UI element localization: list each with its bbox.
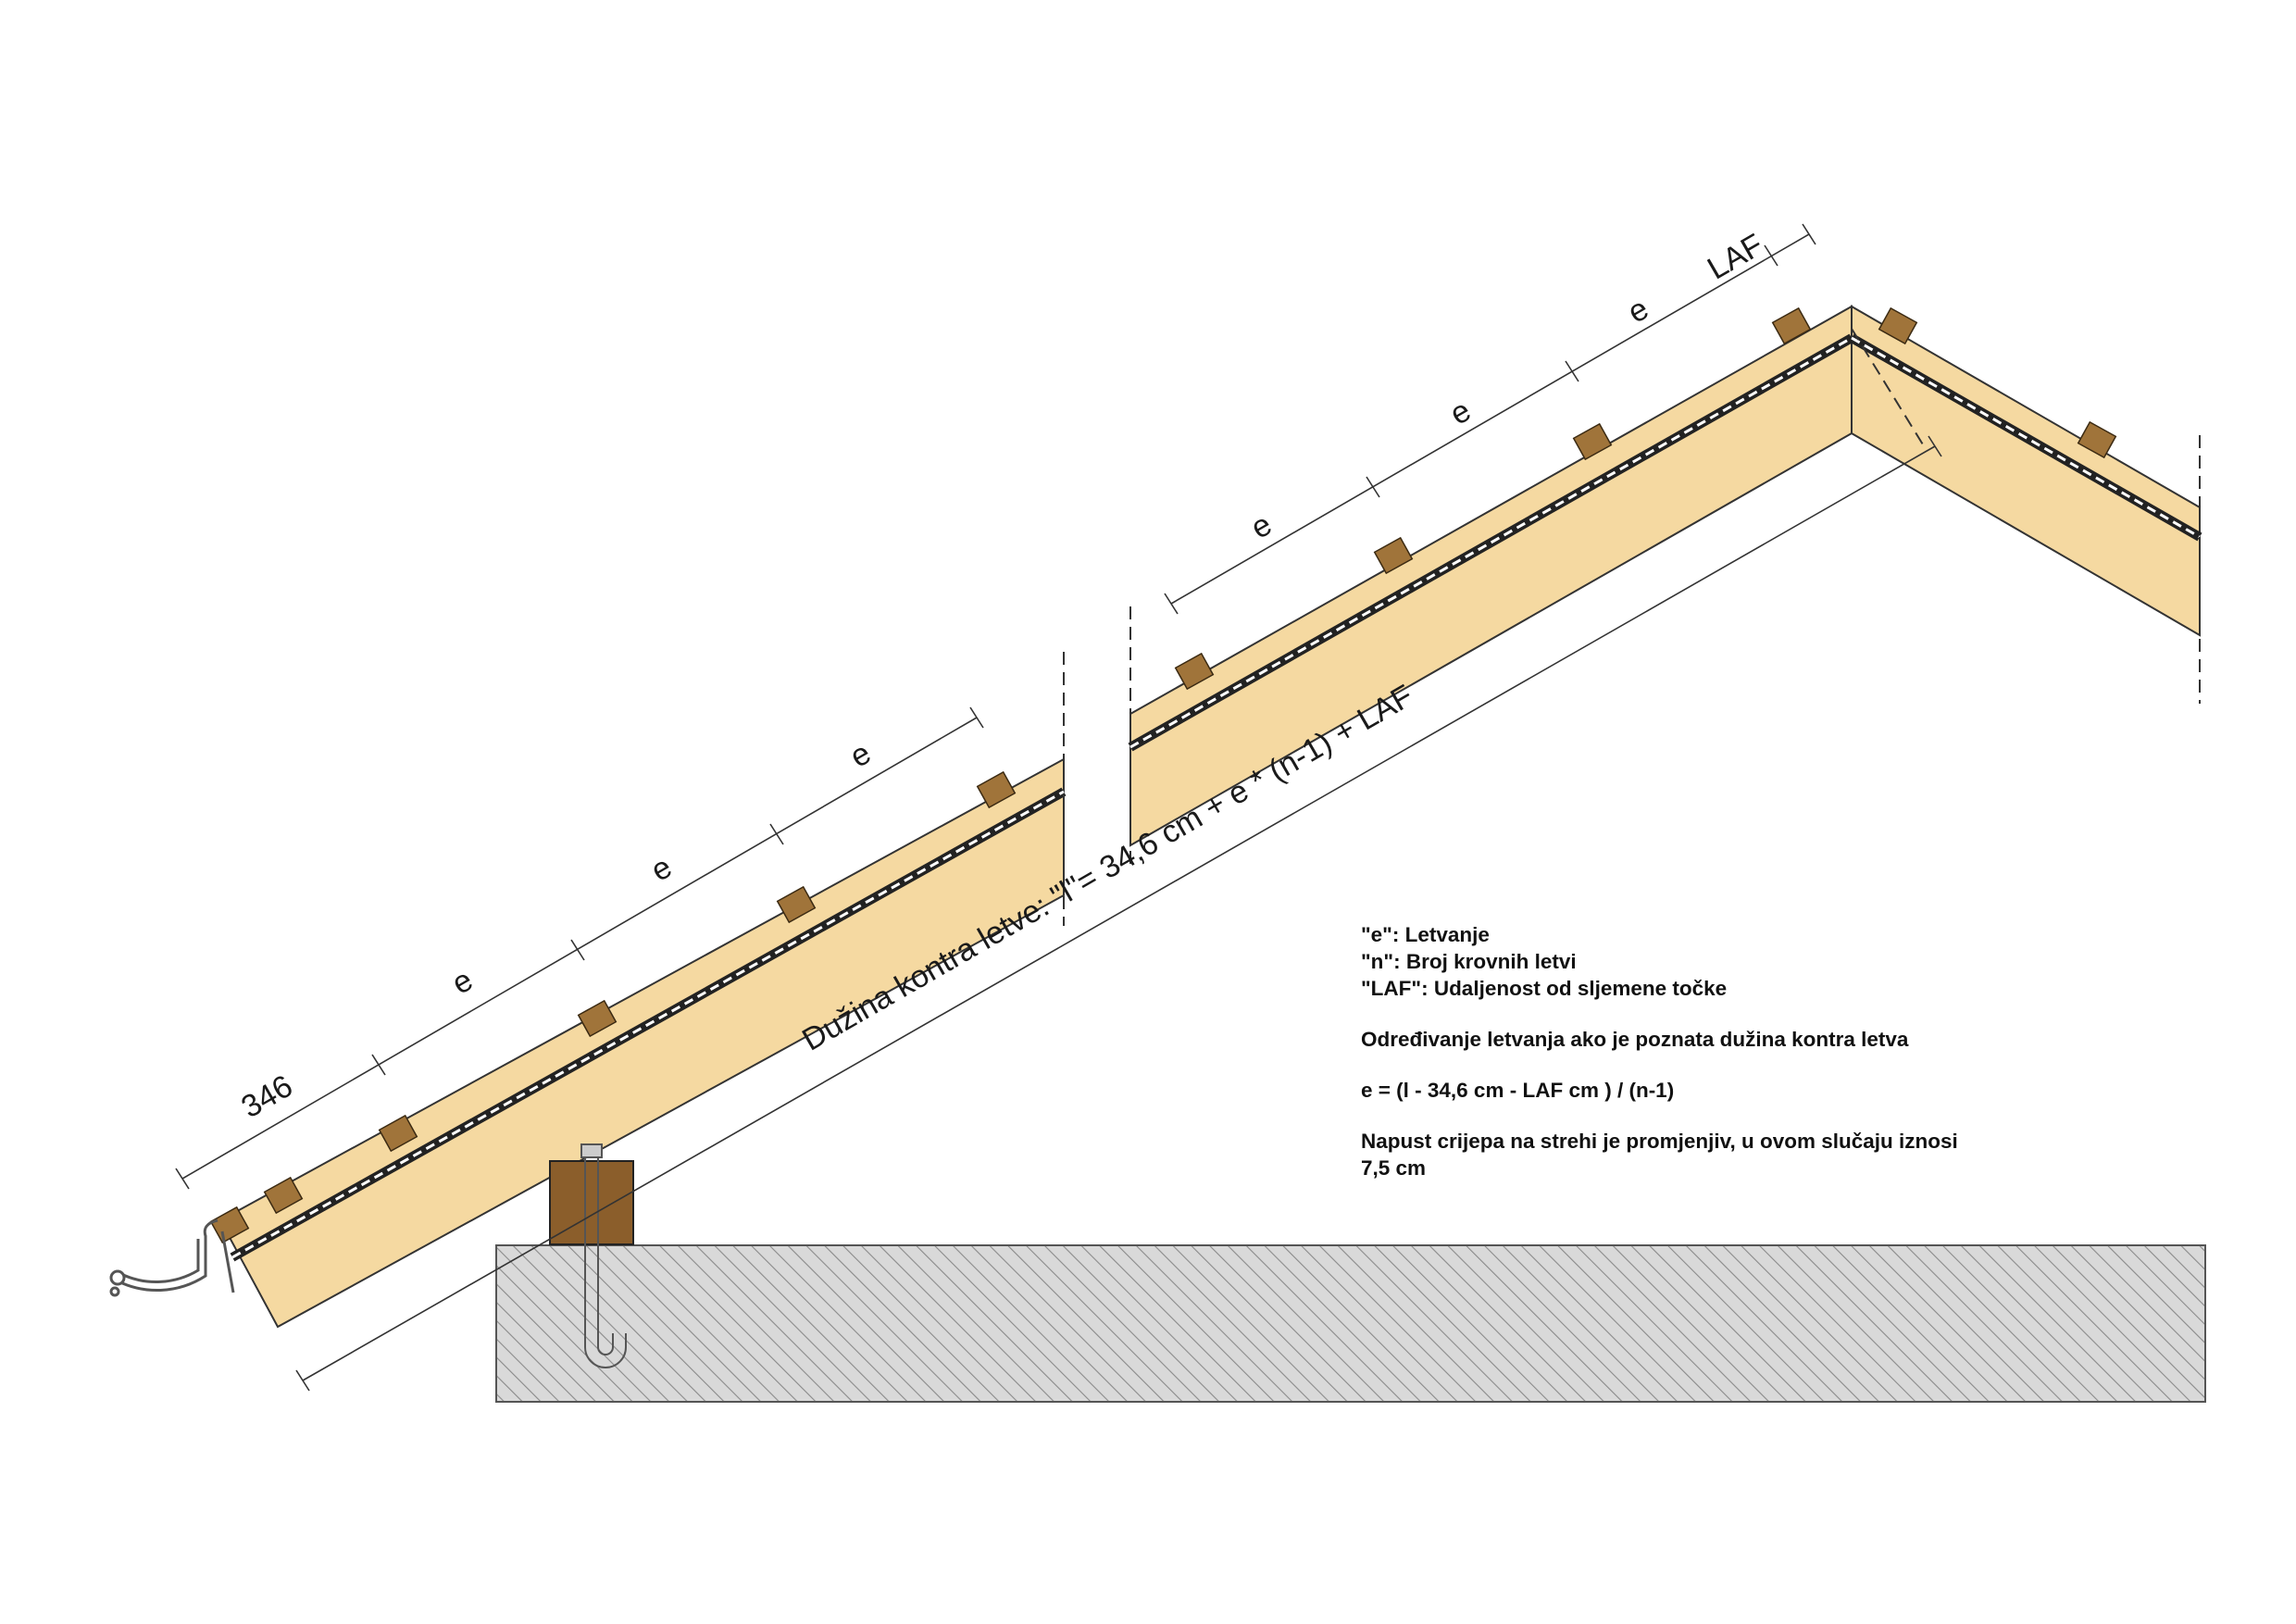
legend-laf: "LAF": Udaljenost od sljemene točke	[1361, 977, 1728, 1000]
rafter-right	[1851, 305, 2201, 637]
batten	[577, 999, 618, 1038]
dim-label-e: e	[446, 962, 479, 1001]
batten	[776, 885, 817, 924]
batten	[1771, 306, 1812, 345]
rafter-left-upper	[1129, 305, 1853, 847]
rafter-left-lower	[218, 757, 1065, 1329]
dim-label-e: e	[844, 735, 877, 774]
membrane-left-lower	[230, 787, 1067, 1262]
gutter-bead	[109, 1269, 126, 1286]
anchor-bolt	[580, 1143, 627, 1368]
batten	[263, 1176, 304, 1215]
dim-label-e: e	[1444, 393, 1477, 431]
dim-label-e: e	[1622, 291, 1654, 330]
batten	[378, 1114, 418, 1153]
legend-heading: Određivanje letvanja ako je poznata duži…	[1361, 1028, 1909, 1051]
dimension-lines	[175, 223, 1942, 1392]
dim-label-e: e	[1245, 506, 1278, 545]
membrane-right	[1849, 333, 2202, 542]
batten	[1373, 536, 1414, 575]
break-lines	[1063, 328, 2201, 926]
roof-battens	[209, 306, 2117, 1244]
legend-overhang-line2: 7,5 cm	[1361, 1156, 1427, 1180]
legend-overhang-line1: Napust crijepa na strehi je promjenjiv, …	[1361, 1130, 1958, 1153]
legend-e: "e": Letvanje	[1361, 923, 1490, 946]
batten	[209, 1206, 250, 1244]
batten	[2077, 420, 2117, 459]
batten	[1878, 306, 1918, 345]
legend-n: "n": Broj krovnih letvi	[1361, 950, 1577, 973]
legend-formula: e = (l - 34,6 cm - LAF cm ) / (n-1)	[1361, 1079, 1675, 1102]
gutter	[109, 1218, 235, 1297]
membrane-left-upper	[1128, 333, 1854, 752]
batten	[1572, 422, 1613, 461]
batten	[976, 770, 1017, 809]
ground-block	[495, 1244, 2206, 1403]
dim-label-e: e	[645, 849, 678, 888]
batten	[1174, 652, 1215, 691]
